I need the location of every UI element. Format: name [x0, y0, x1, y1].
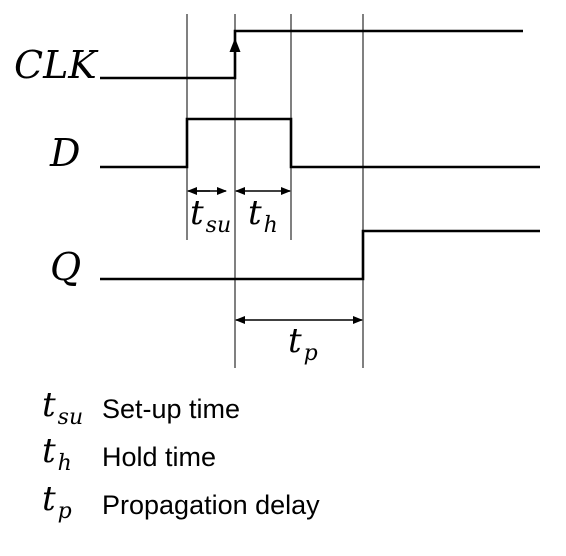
d-waveform	[100, 117, 540, 169]
q-signal-label: Q	[50, 245, 81, 289]
legend-tp-symbol: tp	[42, 479, 72, 524]
legend-tsu-text: Set-up time	[102, 394, 240, 424]
clk-waveform	[100, 29, 523, 80]
legend-tsu-symbol: tsu	[42, 385, 83, 430]
th-label: th	[248, 193, 278, 238]
tp-label: tp	[288, 321, 318, 366]
tsu-label: tsu	[190, 193, 231, 238]
legend-th-text: Hold time	[102, 442, 216, 472]
clk-rising-edge-arrow	[229, 38, 241, 52]
legend-tp-text: Propagation delay	[102, 490, 320, 520]
d-signal-label: D	[49, 131, 80, 175]
clk-signal-label: CLK	[14, 43, 99, 87]
legend-th-symbol: th	[42, 431, 72, 476]
legend: tsu Set-up time th Hold time tp Propagat…	[42, 385, 320, 524]
q-waveform	[100, 229, 540, 281]
